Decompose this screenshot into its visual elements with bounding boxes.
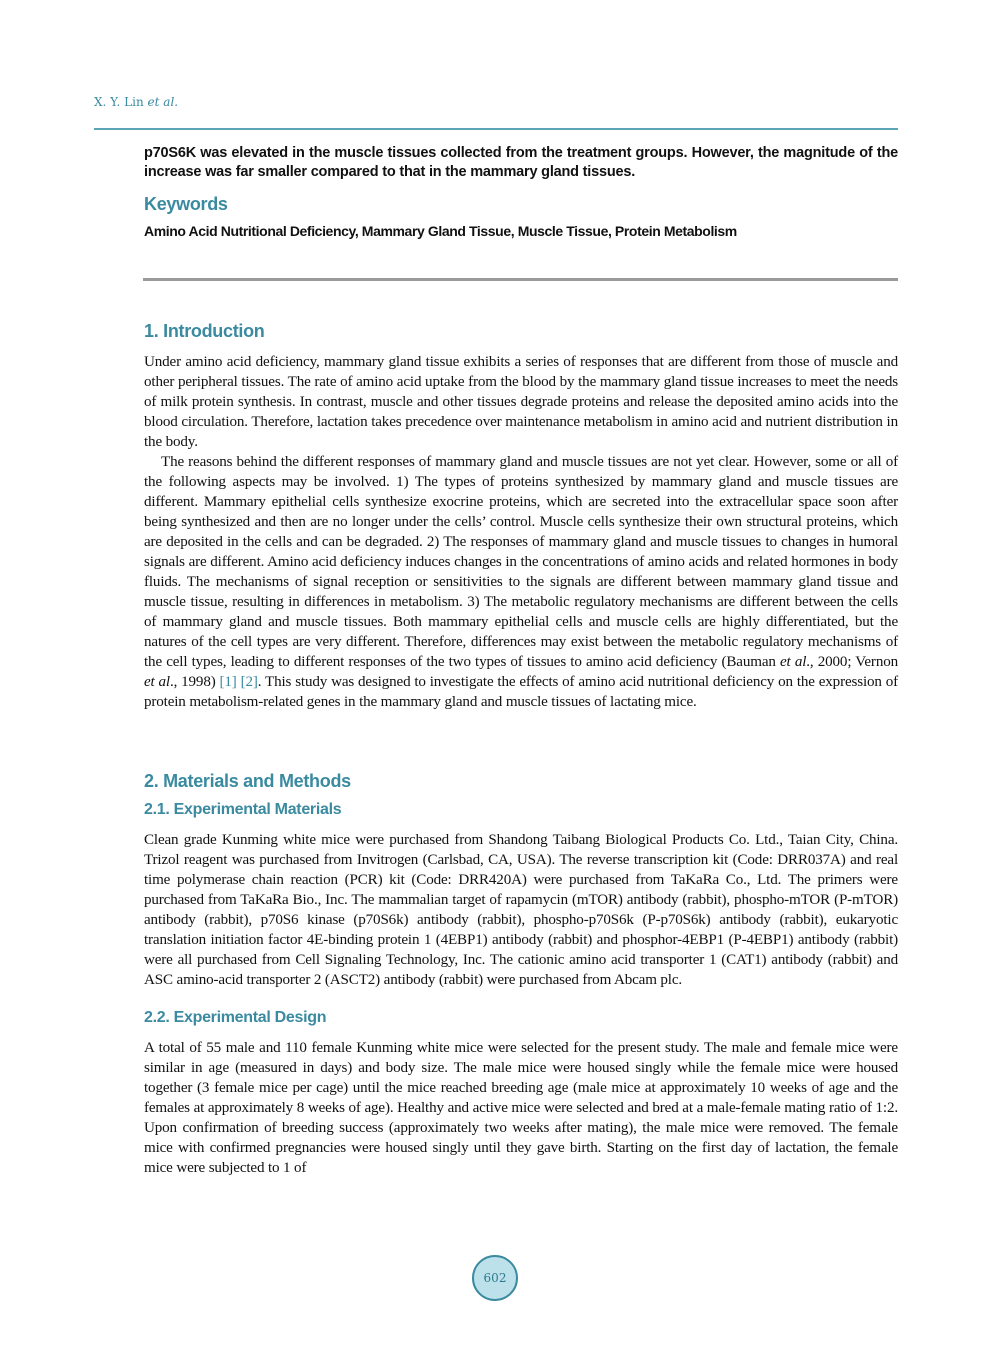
introduction-heading: 1. Introduction xyxy=(144,321,265,341)
running-head: X. Y. Lin et al. xyxy=(94,95,178,109)
introduction-section: 1. Introduction Under amino acid deficie… xyxy=(144,321,898,712)
methods-heading: 2. Materials and Methods xyxy=(144,771,351,791)
intro-p2-text-a: The reasons behind the different respons… xyxy=(144,454,898,670)
experimental-design-text: A total of 55 male and 110 female Kunmin… xyxy=(144,1040,898,1176)
experimental-materials-text: Clean grade Kunming white mice were purc… xyxy=(144,832,898,988)
abstract-block: p70S6K was elevated in the muscle tissue… xyxy=(144,140,898,239)
experimental-design-heading: 2.2. Experimental Design xyxy=(144,1009,327,1026)
reference-link-2[interactable]: [2] xyxy=(240,674,258,690)
page-number: 602 xyxy=(483,1271,507,1285)
keywords-title: Keywords xyxy=(144,194,228,214)
intro-p2-text-c: ., 1998) xyxy=(169,674,220,690)
intro-p2-etal-1: et al xyxy=(780,654,807,670)
running-head-etal: et al. xyxy=(147,95,179,109)
header-rule xyxy=(94,128,898,130)
introduction-paragraph-1: Under amino acid deficiency, mammary gla… xyxy=(144,354,898,450)
intro-p2-etal-2: et al xyxy=(144,674,170,690)
abstract-tail: p70S6K was elevated in the muscle tissue… xyxy=(144,145,898,180)
experimental-materials-heading: 2.1. Experimental Materials xyxy=(144,801,342,818)
introduction-paragraph-2: The reasons behind the different respons… xyxy=(144,452,898,712)
intro-p2-text-b: ., 2000; Vernon xyxy=(806,654,899,670)
intro-p2-text-d: . This study was designed to investigate… xyxy=(144,674,898,710)
methods-section: 2. Materials and Methods 2.1. Experiment… xyxy=(144,771,898,1178)
keywords-rule xyxy=(143,278,898,281)
running-head-authors: X. Y. Lin xyxy=(94,95,144,109)
reference-link-1[interactable]: [1] xyxy=(219,674,237,690)
page-number-badge: 602 xyxy=(472,1255,518,1301)
keywords-list: Amino Acid Nutritional Deficiency, Mamma… xyxy=(144,223,737,239)
